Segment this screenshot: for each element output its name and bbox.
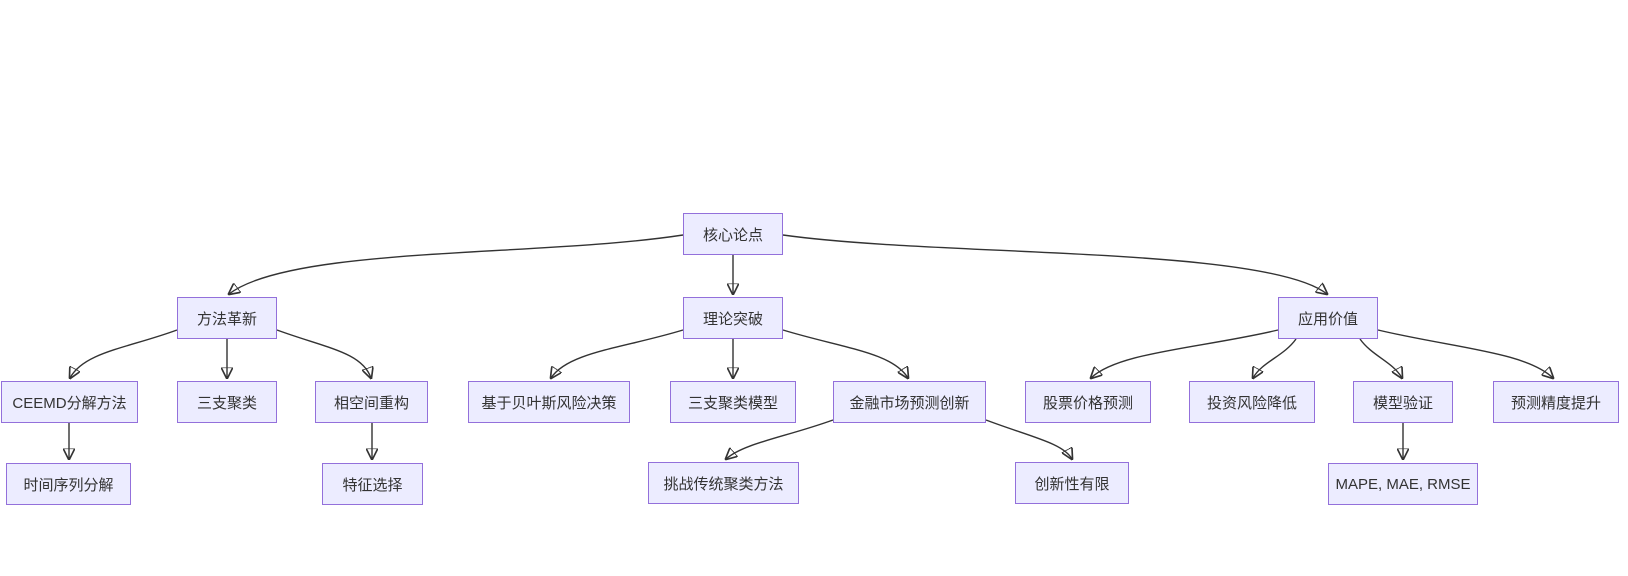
node-core-argument: 核心论点 <box>683 213 783 255</box>
edge-theory-bayes <box>551 329 684 378</box>
node-ceemd-decomposition: CEEMD分解方法 <box>1 381 138 423</box>
node-investment-risk-reduction: 投资风险降低 <box>1189 381 1315 423</box>
node-three-way-clustering: 三支聚类 <box>177 381 277 423</box>
node-bayesian-risk-decision: 基于贝叶斯风险决策 <box>468 381 630 423</box>
edge-core-method <box>229 234 684 294</box>
node-theory-breakthrough: 理论突破 <box>683 297 783 339</box>
edge-finance-innov-challenge <box>726 419 834 459</box>
edge-method-ceemd <box>70 329 178 378</box>
node-feature-selection: 特征选择 <box>322 463 423 505</box>
node-challenge-traditional-clustering: 挑战传统聚类方法 <box>648 462 799 504</box>
edge-application-stock <box>1091 329 1279 378</box>
node-stock-price-prediction: 股票价格预测 <box>1025 381 1151 423</box>
edge-core-application <box>782 234 1327 294</box>
edge-theory-finance-innov <box>782 329 908 378</box>
edge-method-phase-space <box>276 329 371 378</box>
node-application-value: 应用价值 <box>1278 297 1378 339</box>
node-financial-market-forecast-innovation: 金融市场预测创新 <box>833 381 986 423</box>
node-method-innovation: 方法革新 <box>177 297 277 339</box>
node-phase-space-reconstruction: 相空间重构 <box>315 381 428 423</box>
node-forecast-precision-improvement: 预测精度提升 <box>1493 381 1619 423</box>
node-time-series-decomposition: 时间序列分解 <box>6 463 131 505</box>
edge-application-validation <box>1359 338 1402 378</box>
edge-application-precision <box>1377 329 1553 378</box>
node-limited-innovation: 创新性有限 <box>1015 462 1129 504</box>
node-mape-mae-rmse: MAPE, MAE, RMSE <box>1328 463 1478 505</box>
node-three-way-clustering-model: 三支聚类模型 <box>670 381 796 423</box>
edge-application-risk <box>1253 338 1297 378</box>
edge-finance-innov-limited <box>985 419 1072 459</box>
node-model-validation: 模型验证 <box>1353 381 1453 423</box>
